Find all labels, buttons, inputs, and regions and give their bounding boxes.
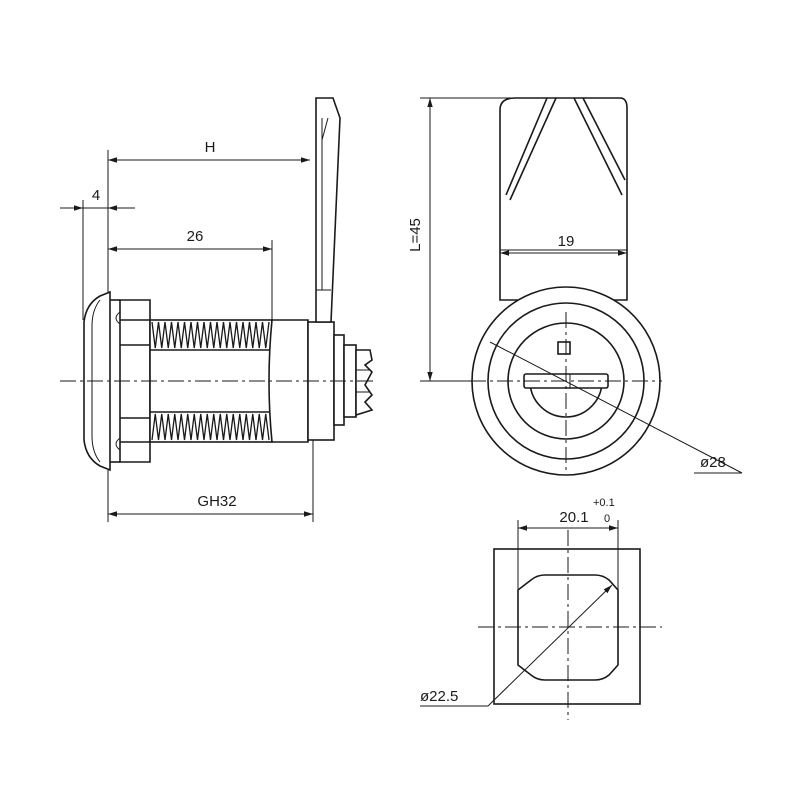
thread-teeth [151,321,270,349]
tol-lower-label: 0 [604,513,610,525]
thread-teeth [151,413,270,441]
tol-upper-label: +0.1 [593,497,615,509]
dim-l45-label: L=45 [407,218,424,252]
dim-h-label: H [205,139,216,156]
dim-gh32-label: GH32 [197,493,236,510]
dim-20-1-label: 20.1 [559,509,588,526]
cutout-view: 20.1 +0.1 0 ø22.5 [420,497,662,720]
front-view: L=45 19 ø28 [407,97,743,476]
side-view: H 4 26 GH32 [60,97,375,522]
dim-dia22-5-label: ø22.5 [420,688,458,705]
dim-19-label: 19 [558,233,575,250]
dim-4-label: 4 [92,187,100,204]
dim-26-label: 26 [187,228,204,245]
dim-dia28-label: ø28 [700,454,726,471]
